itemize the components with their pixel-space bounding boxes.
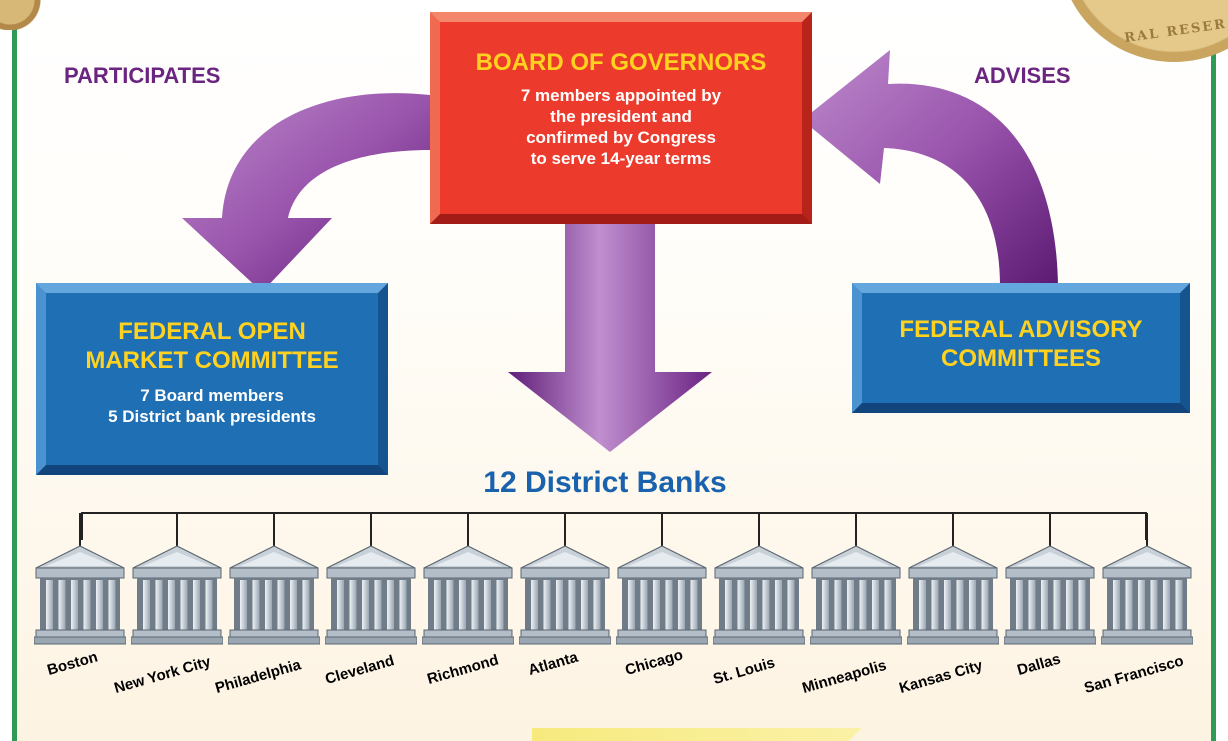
bank-building-icon (906, 542, 1000, 646)
seal-corner-left-icon (0, 0, 46, 30)
bank-building-icon (227, 542, 321, 646)
bank-building-icon (1003, 542, 1097, 646)
fomc-title-line: MARKET COMMITTEE (85, 347, 339, 374)
fomc-members: 7 Board members 5 District bank presiden… (46, 385, 378, 427)
fac-title-line: FEDERAL ADVISORY (899, 316, 1143, 343)
federal-reserve-seal-icon: RAL RESER (1058, 0, 1228, 64)
federal-advisory-committees-box: FEDERAL ADVISORY COMMITTEES (852, 283, 1190, 413)
board-description: 7 members appointed by the president and… (440, 85, 802, 169)
board-desc-line: to serve 14-year terms (530, 149, 712, 168)
fomc-box: FEDERAL OPEN MARKET COMMITTEE 7 Board me… (36, 283, 388, 475)
bank-building-icon (1100, 542, 1194, 646)
board-desc-line: 7 members appointed by (520, 86, 722, 105)
bank-building-icon (324, 542, 418, 646)
fomc-title: FEDERAL OPEN MARKET COMMITTEE (46, 317, 378, 375)
board-desc-line: the president and (550, 107, 692, 126)
board-desc-line: confirmed by Congress (526, 128, 716, 147)
bank-building-icon (615, 542, 709, 646)
bank-building-icon (421, 542, 515, 646)
caption-tab (532, 728, 862, 741)
bank-building-icon (130, 542, 224, 646)
fac-title: FEDERAL ADVISORY COMMITTEES (862, 315, 1180, 373)
fomc-title-line: FEDERAL OPEN (118, 318, 306, 345)
bank-building-icon (33, 542, 127, 646)
banks-connector (81, 512, 1147, 540)
arrow-advises (802, 50, 1058, 286)
bank-building-icon (809, 542, 903, 646)
arrow-board-to-banks (508, 218, 712, 452)
arrow-participates (182, 93, 430, 293)
participates-label: PARTICIPATES (64, 63, 221, 88)
district-banks-title: 12 District Banks (483, 466, 727, 499)
fac-title-line: COMMITTEES (941, 345, 1101, 372)
board-title: BOARD OF GOVERNORS (475, 49, 767, 76)
bank-building-icon (518, 542, 612, 646)
advises-label: ADVISES (974, 63, 1071, 88)
board-of-governors-box: BOARD OF GOVERNORS 7 members appointed b… (430, 12, 812, 224)
fomc-members-line: 5 District bank presidents (108, 407, 316, 426)
bank-building-icon (712, 542, 806, 646)
fomc-members-line: 7 Board members (140, 386, 284, 405)
